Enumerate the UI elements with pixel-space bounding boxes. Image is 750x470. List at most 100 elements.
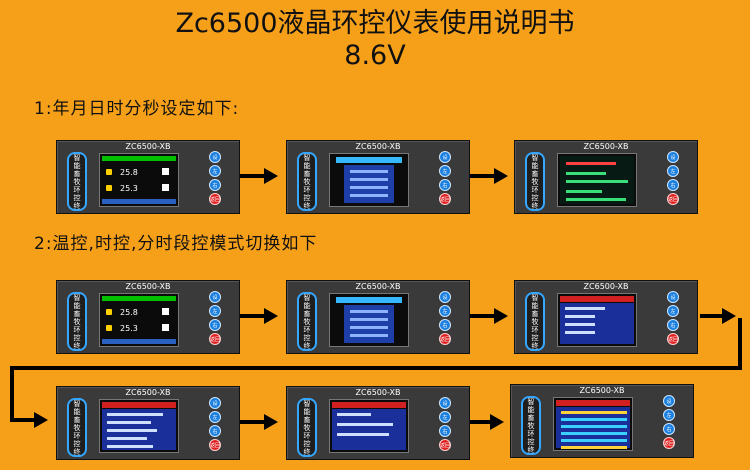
device-panel-main: ZC6500-XB 智能畜牧环控终 25.8 25.3 设 左 右 返回 bbox=[56, 280, 240, 354]
back-button[interactable]: 返回 bbox=[209, 193, 221, 205]
reading-1: 25.8 bbox=[120, 308, 138, 317]
right-button[interactable]: 右 bbox=[209, 179, 221, 191]
step-2-heading: 2:温控,时控,分时段控模式切换如下 bbox=[34, 234, 318, 254]
device-screen bbox=[557, 293, 637, 347]
right-button[interactable]: 右 bbox=[667, 179, 679, 191]
set-button[interactable]: 设 bbox=[667, 291, 679, 303]
back-button[interactable]: 返回 bbox=[667, 193, 679, 205]
device-side-label: 智能畜牧环控终 bbox=[297, 398, 317, 457]
device-model-label: ZC6500-XB bbox=[355, 142, 401, 151]
flow-arrow bbox=[10, 418, 36, 422]
device-side-label: 智能畜牧环控终 bbox=[67, 292, 87, 351]
device-screen: 25.8 25.3 bbox=[99, 153, 179, 207]
device-panel-mode: ZC6500-XB 智能畜牧环控终 设 左 右 返回 bbox=[514, 280, 698, 354]
arrow-head bbox=[34, 412, 48, 428]
humidity-icon bbox=[106, 185, 112, 191]
right-button[interactable]: 右 bbox=[209, 319, 221, 331]
left-button[interactable]: 左 bbox=[667, 165, 679, 177]
arrow-head bbox=[264, 308, 278, 324]
arrow-head bbox=[264, 168, 278, 184]
temp-icon bbox=[106, 169, 112, 175]
device-side-label: 智能畜牧环控终 bbox=[525, 152, 545, 211]
back-button[interactable]: 返回 bbox=[209, 439, 221, 451]
left-button[interactable]: 左 bbox=[439, 165, 451, 177]
back-button[interactable]: 返回 bbox=[439, 333, 451, 345]
device-side-label: 智能畜牧环控终 bbox=[67, 398, 87, 457]
right-button[interactable]: 右 bbox=[439, 179, 451, 191]
arrow-head bbox=[722, 308, 736, 324]
device-panel-time: ZC6500-XB 智能畜牧环控终 设 左 右 返回 bbox=[514, 140, 698, 214]
back-button[interactable]: 返回 bbox=[667, 333, 679, 345]
set-button[interactable]: 设 bbox=[209, 397, 221, 409]
arrow-head bbox=[490, 414, 504, 430]
device-screen bbox=[329, 293, 409, 347]
set-button[interactable]: 设 bbox=[209, 151, 221, 163]
step-1-heading: 1:年月日时分秒设定如下: bbox=[34, 99, 240, 119]
left-button[interactable]: 左 bbox=[209, 165, 221, 177]
reading-2: 25.3 bbox=[120, 324, 138, 333]
flow-arrow bbox=[700, 314, 724, 318]
device-panel-main: ZC6500-XB 智能畜牧环控终 25.8 25.3 设 左 右 返回 bbox=[56, 140, 240, 214]
device-screen bbox=[553, 397, 633, 451]
device-model-label: ZC6500-XB bbox=[583, 282, 629, 291]
device-side-label: 智能畜牧环控终 bbox=[297, 292, 317, 351]
device-screen bbox=[99, 399, 179, 453]
set-button[interactable]: 设 bbox=[667, 151, 679, 163]
device-model-label: ZC6500-XB bbox=[355, 282, 401, 291]
device-model-label: ZC6500-XB bbox=[579, 386, 625, 395]
left-button[interactable]: 左 bbox=[439, 411, 451, 423]
right-button[interactable]: 右 bbox=[667, 319, 679, 331]
device-side-label: 智能畜牧环控终 bbox=[521, 396, 541, 455]
flow-arrow bbox=[240, 420, 266, 424]
device-model-label: ZC6500-XB bbox=[125, 388, 171, 397]
set-button[interactable]: 设 bbox=[663, 395, 675, 407]
document-version: 8.6V bbox=[344, 40, 406, 71]
device-screen bbox=[557, 153, 637, 207]
left-button[interactable]: 左 bbox=[663, 409, 675, 421]
right-button[interactable]: 右 bbox=[663, 423, 675, 435]
flow-arrow bbox=[240, 174, 266, 178]
right-button[interactable]: 右 bbox=[439, 319, 451, 331]
arrow-head bbox=[494, 308, 508, 324]
device-model-label: ZC6500-XB bbox=[125, 282, 171, 291]
arrow-head bbox=[494, 168, 508, 184]
left-button[interactable]: 左 bbox=[667, 305, 679, 317]
device-screen: 25.8 25.3 bbox=[99, 293, 179, 347]
right-button[interactable]: 右 bbox=[439, 425, 451, 437]
device-side-label: 智能畜牧环控终 bbox=[67, 152, 87, 211]
set-button[interactable]: 设 bbox=[439, 397, 451, 409]
connector-line bbox=[10, 366, 14, 420]
connector-line bbox=[10, 366, 742, 370]
device-side-label: 智能畜牧环控终 bbox=[525, 292, 545, 351]
left-button[interactable]: 左 bbox=[439, 305, 451, 317]
set-button[interactable]: 设 bbox=[209, 291, 221, 303]
device-screen bbox=[329, 399, 409, 453]
reading-1: 25.8 bbox=[120, 168, 138, 177]
back-button[interactable]: 返回 bbox=[209, 333, 221, 345]
reading-2: 25.3 bbox=[120, 184, 138, 193]
temp-icon bbox=[106, 309, 112, 315]
back-button[interactable]: 返回 bbox=[439, 439, 451, 451]
set-button[interactable]: 设 bbox=[439, 291, 451, 303]
device-model-label: ZC6500-XB bbox=[355, 388, 401, 397]
device-screen bbox=[329, 153, 409, 207]
device-side-label: 智能畜牧环控终 bbox=[297, 152, 317, 211]
device-panel-time-mode: ZC6500-XB 智能畜牧环控终 设 左 右 返回 bbox=[286, 386, 470, 460]
back-button[interactable]: 返回 bbox=[663, 437, 675, 449]
arrow-head bbox=[264, 414, 278, 430]
flow-arrow bbox=[470, 174, 496, 178]
device-model-label: ZC6500-XB bbox=[125, 142, 171, 151]
device-panel-period-mode: ZC6500-XB 智能畜牧环控终 设 左 右 返回 bbox=[510, 384, 694, 458]
left-button[interactable]: 左 bbox=[209, 411, 221, 423]
back-button[interactable]: 返回 bbox=[439, 193, 451, 205]
right-button[interactable]: 右 bbox=[209, 425, 221, 437]
device-model-label: ZC6500-XB bbox=[583, 142, 629, 151]
set-button[interactable]: 设 bbox=[439, 151, 451, 163]
device-panel-temp-mode: ZC6500-XB 智能畜牧环控终 设 左 右 返回 bbox=[56, 386, 240, 460]
humidity-icon bbox=[106, 325, 112, 331]
device-panel-menu: ZC6500-XB 智能畜牧环控终 设 左 右 返回 bbox=[286, 140, 470, 214]
document-title: Zc6500液晶环控仪表使用说明书 bbox=[175, 8, 575, 39]
left-button[interactable]: 左 bbox=[209, 305, 221, 317]
flow-arrow bbox=[470, 420, 492, 424]
flow-arrow bbox=[470, 314, 496, 318]
